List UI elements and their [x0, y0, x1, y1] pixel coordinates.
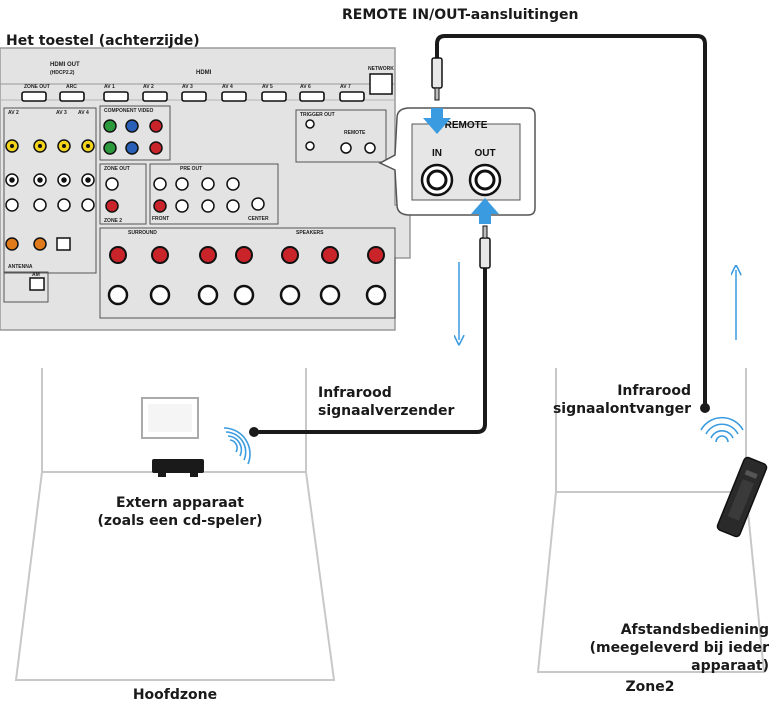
digital-audio-jacks — [5, 237, 71, 251]
receiver-rear-panel: HDMI OUT (HDCP2.2) HDMI ZONE OUT ARC AV … — [0, 47, 411, 331]
arc-label: ARC — [66, 84, 77, 90]
remote-control — [716, 456, 768, 538]
ir-receiver-dot — [700, 403, 710, 413]
hdcp-label: (HDCP2.2) — [50, 70, 75, 76]
center-label: CENTER — [248, 216, 269, 222]
cable-to-receiver — [435, 34, 707, 408]
pre-out-label: PRE OUT — [180, 166, 202, 172]
device-title: Het toestel (achterzijde) — [6, 33, 200, 49]
av1-label: AV 1 — [104, 84, 115, 90]
zone2-panel-label: ZONE 2 — [104, 218, 122, 224]
out-arrow — [471, 198, 499, 224]
speaker-terminals — [107, 246, 387, 306]
zoom-remote-label: REMOTE — [445, 120, 488, 131]
av2-label: AV 2 — [143, 84, 154, 90]
am-terminal — [29, 277, 45, 291]
main-zone-label: Hoofdzone — [132, 687, 218, 703]
surround-label: SURROUND — [128, 230, 157, 236]
zoom-out-label: OUT — [474, 148, 495, 159]
zoom-in-label: IN — [432, 148, 442, 159]
component-video-jacks — [103, 119, 163, 155]
connections-title: REMOTE IN/OUT-aansluitingen — [342, 7, 579, 23]
remote-in-jack — [420, 163, 454, 197]
external-device — [141, 397, 204, 477]
ir-receiver-label: Infrarood signaalontvanger — [552, 383, 691, 417]
remote-control-label: Afstandsbediening (meegeleverd bij ieder… — [589, 622, 769, 674]
in-arrow — [423, 108, 451, 134]
ir-transmitter-label: Infrarood signaalverzender — [318, 385, 455, 419]
am-label: AM — [32, 272, 40, 278]
zone2-label: Zone2 — [625, 679, 675, 695]
external-device-label: Extern apparaat (zoals een cd-speler) — [97, 495, 263, 529]
speakers-label: SPEAKERS — [296, 230, 324, 236]
av-audio-jacks — [5, 173, 95, 212]
av3-col-label: AV 3 — [56, 110, 67, 116]
trigger-out-label: TRIGGER OUT — [300, 112, 335, 118]
remote-panel-label: REMOTE — [344, 130, 366, 136]
front-label: FRONT — [152, 216, 169, 222]
hdmi-label: HDMI — [196, 70, 212, 76]
remote-out-jack — [468, 163, 502, 197]
zone-out-section-label: ZONE OUT — [104, 166, 130, 172]
av4-col-label: AV 4 — [78, 110, 89, 116]
out-plug — [479, 225, 491, 269]
ir-waves-receiver — [700, 416, 744, 443]
network-label: NETWORK — [368, 66, 394, 72]
zone-out-label: ZONE OUT — [24, 84, 50, 90]
cable-to-transmitter — [258, 268, 487, 434]
av-video-jacks — [5, 139, 95, 153]
in-plug — [431, 57, 443, 101]
av2-col-label: AV 2 — [8, 110, 19, 116]
av5-label: AV 5 — [262, 84, 273, 90]
av4-label: AV 4 — [222, 84, 233, 90]
hdmi-out-label: HDMI OUT — [50, 62, 80, 68]
ir-waves-transmitter — [223, 427, 251, 465]
hdmi-ports — [21, 91, 365, 102]
antenna-label: ANTENNA — [8, 264, 33, 270]
ir-transmitter-dot — [249, 427, 259, 437]
av3-label: AV 3 — [182, 84, 193, 90]
network-port — [369, 73, 393, 95]
av6-label: AV 6 — [300, 84, 311, 90]
component-video-label: COMPONENT VIDEO — [104, 108, 154, 114]
av7-label: AV 7 — [340, 84, 351, 90]
